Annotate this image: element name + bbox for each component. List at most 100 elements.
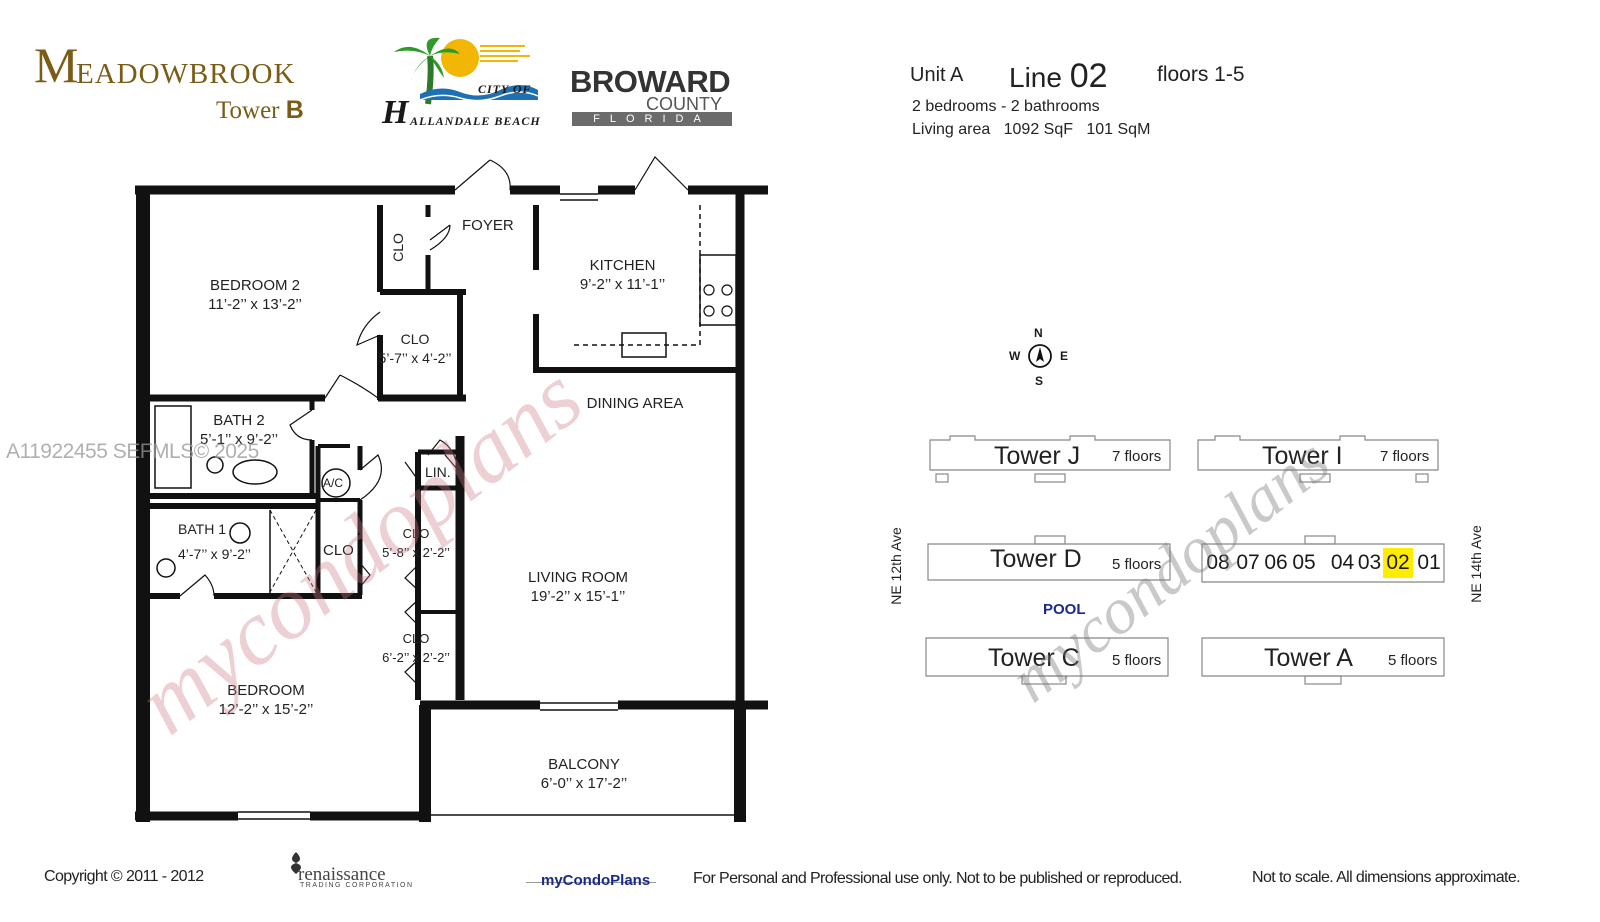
unit-04: 04 — [1330, 551, 1355, 574]
room-bath1-dim: 4’-7’’ x 9’-2’’ — [178, 546, 251, 562]
room-clo2-dim: 5’-8’’ x 2’-2’’ — [382, 545, 450, 560]
brand-tower: Tower B — [216, 96, 304, 125]
bedrooms-label: 2 bedrooms - 2 bathrooms — [912, 98, 1100, 115]
tower-d-name: Tower D — [990, 545, 1082, 573]
compass-icon — [1028, 344, 1052, 368]
unit-02-highlight: 02 — [1383, 548, 1413, 578]
room-clo-small: CLO — [323, 542, 354, 559]
brand-initial: M — [34, 37, 79, 93]
tower-i-floors: 7 floors — [1380, 448, 1430, 465]
room-bath1: BATH 1 4’-7’’ x 9’-2’’ — [178, 520, 268, 564]
unit-strip: 08 07 06 05 04 03 02 01 — [1203, 548, 1445, 578]
mycondo-logo: myCondoPlans — [541, 872, 651, 889]
floors-label: floors 1-5 — [1157, 63, 1245, 86]
room-dining: DINING AREA — [586, 395, 684, 412]
tower-j-outline — [929, 435, 1171, 471]
room-kitchen-name: KITCHEN — [589, 257, 656, 274]
line-number: 02 — [1069, 57, 1108, 95]
room-clo1-name: CLO — [400, 331, 430, 347]
tower-c-floors: 5 floors — [1112, 652, 1162, 669]
compass-s: S — [1035, 374, 1044, 388]
tower-d-floors: 5 floors — [1112, 556, 1162, 573]
room-kitchen-dim: 9’-2’’ x 11’-1’’ — [579, 276, 666, 293]
tower-b-outline — [1201, 543, 1445, 583]
room-living-name: LIVING ROOM — [527, 569, 628, 586]
street-left: NE 12th Ave — [888, 527, 904, 605]
room-ac: A/C — [323, 476, 344, 490]
room-clo3-dim: 6’-2’’ x 2’-2’’ — [382, 650, 450, 665]
county-word: COUNTY — [646, 94, 722, 114]
unit-05: 05 — [1292, 551, 1316, 574]
tower-j-name: Tower J — [994, 442, 1081, 470]
room-bedroom: BEDROOM 12’-2’’ x 15’-2’’ — [206, 681, 326, 719]
city-of-label: CITY OF — [478, 82, 532, 96]
tower-j-floors: 7 floors — [1112, 448, 1162, 465]
brand-tower-word: Tower — [216, 97, 280, 124]
brand-name: EADOWBROOK — [76, 58, 296, 90]
city-logo-graphic — [394, 37, 539, 105]
room-clo2-name: CLO — [402, 526, 430, 541]
room-clo1: CLO 5’-7’’ x 4’-2’’ — [370, 330, 460, 368]
room-bedroom-dim: 12’-2’’ x 15’-2’’ — [218, 701, 314, 718]
floor-plan-walls — [135, 156, 768, 822]
room-balcony: BALCONY 6’-0’’ x 17’-2’’ — [532, 755, 636, 793]
tower-d-outline — [927, 543, 1171, 581]
mls-watermark: A11922455 SEFMLS© 2025 — [6, 440, 259, 463]
compass-w: W — [1009, 349, 1021, 363]
city-initial: H — [382, 94, 409, 131]
compass-n: N — [1034, 326, 1043, 340]
line-word: Line — [1009, 62, 1062, 93]
room-bedroom2-dim: 11’-2’’ x 13’-2’’ — [208, 296, 302, 313]
tower-c-name: Tower C — [988, 644, 1080, 672]
room-clo3-name: CLO — [402, 631, 430, 646]
usage-notice: For Personal and Professional use only. … — [693, 870, 1183, 887]
room-clo3: CLO 6’-2’’ x 2’-2’’ — [376, 629, 456, 667]
renaissance-logo-icon — [291, 852, 301, 874]
line-label: Line 02 — [1009, 57, 1108, 96]
room-clo2: CLO 5’-8’’ x 2’-2’’ — [376, 524, 456, 562]
room-bath2-name: BATH 2 — [213, 412, 265, 429]
room-bath2-dim: 5’-1’’ x 9’-2’’ — [199, 431, 279, 448]
room-bedroom2: BEDROOM 2 11’-2’’ x 13’-2’’ — [195, 276, 315, 314]
unit-03: 03 — [1357, 551, 1382, 574]
room-bath1-name: BATH 1 — [178, 521, 226, 537]
tower-a-outline — [1201, 637, 1445, 677]
street-right: NE 14th Ave — [1468, 525, 1484, 603]
room-lin: LIN. — [425, 464, 451, 480]
mycondo-skyline — [526, 852, 656, 883]
copyright: Copyright © 2011 - 2012 — [44, 868, 204, 885]
unit-label: Unit A — [910, 64, 964, 86]
room-bedroom-name: BEDROOM — [227, 682, 305, 699]
unit-01: 01 — [1417, 551, 1441, 574]
room-living: LIVING ROOM 19’-2’’ x 15’-1’’ — [518, 568, 638, 606]
tower-i-outline — [1197, 435, 1439, 471]
unit-07: 07 — [1236, 551, 1260, 574]
room-bedroom2-name: BEDROOM 2 — [209, 277, 300, 294]
room-living-dim: 19’-2’’ x 15’-1’’ — [530, 588, 626, 605]
room-balcony-name: BALCONY — [548, 756, 620, 773]
tower-a-floors: 5 floors — [1388, 652, 1438, 669]
living-area-label: Living area — [912, 121, 991, 138]
room-foyer: FOYER — [462, 217, 514, 234]
county-name: BROWARD — [570, 64, 731, 99]
living-area-sqm: 101 SqM — [1086, 121, 1151, 138]
room-balcony-dim: 6’-0’’ x 17’-2’’ — [540, 775, 628, 792]
brand-tower-letter: B — [285, 96, 304, 124]
city-logo — [380, 34, 540, 130]
unit-06: 06 — [1264, 551, 1288, 574]
living-area: Living area 1092 SqF 101 SqM — [912, 121, 1150, 139]
county-state: FLORIDA — [572, 112, 732, 126]
pool-label: POOL — [1043, 601, 1086, 618]
room-bath2: BATH 2 5’-1’’ x 9’-2’’ — [194, 411, 284, 449]
compass — [1010, 326, 1070, 386]
tower-a-name: Tower A — [1264, 644, 1353, 672]
scale-notice: Not to scale. All dimensions approximate… — [1252, 869, 1521, 886]
compass-e: E — [1060, 349, 1069, 363]
room-kitchen: KITCHEN 9’-2’’ x 11’-1’’ — [560, 256, 685, 294]
room-clo1-dim: 5’-7’’ x 4’-2’’ — [378, 350, 452, 366]
renaissance-sub: TRADING CORPORATION — [300, 882, 414, 889]
unit-08: 08 — [1206, 551, 1230, 574]
living-area-sqft: 1092 SqF — [1003, 121, 1074, 138]
